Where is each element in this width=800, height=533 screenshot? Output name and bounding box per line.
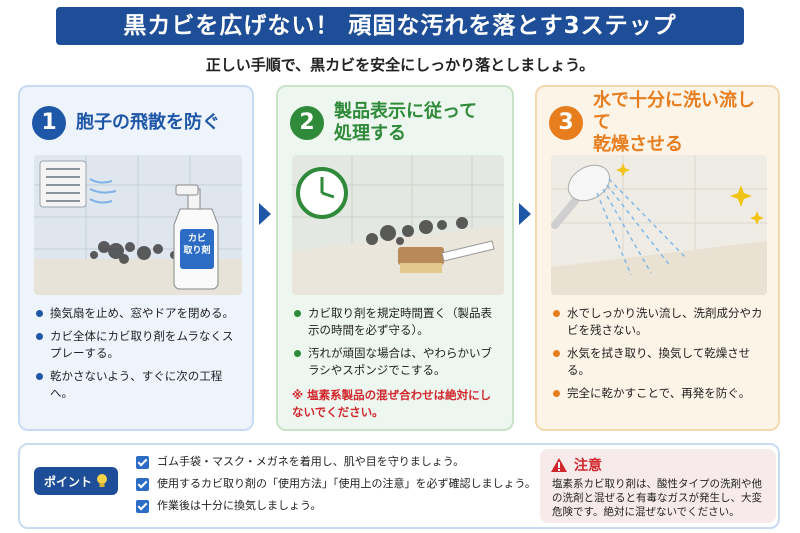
list-item: 作業後は十分に換気しましょう。 [136,499,546,513]
step-2-title-line-2: 処理する [334,123,406,144]
step-3-title-line-1: 水で十分に洗い流して [593,90,755,133]
step-2-title: 製品表示に従って 処理する [334,101,477,145]
page-title: 黒カビを広げない！ 頑固な汚れを落とす3ステップ [56,7,744,45]
step-1-number: 1 [32,106,66,140]
list-item: カビ全体にカビ取り剤をムラなくスプレーする。 [34,328,242,362]
caution-text: 塩素系カビ取り剤は、酸性タイプの洗剤や他の洗剤と混ぜると有毒なガスが発生し、大変… [552,478,762,518]
point-item-text: 作業後は十分に換気しましょう。 [157,499,322,512]
step-2-card: 2 製品表示に従って 処理する カビ取り剤を規定時間置く（製品表 [276,85,514,431]
step-3-title: 水で十分に洗い流して 乾燥させる [593,90,770,156]
list-item: 換気扇を止め、窓やドアを閉める。 [34,305,242,322]
point-list: ゴム手袋・マスク・メガネを着用し、肌や目を守りましょう。 使用するカビ取り剤の「… [136,455,546,521]
step-3-bullets: 水でしっかり洗い流し、洗剤成分やカビを残さない。 水気を拭き取り、換気して乾燥さ… [551,305,768,408]
step-1-title: 胞子の飛散を防ぐ [76,112,220,133]
clock-brush-icon [292,155,504,295]
point-label: ポイント [43,474,92,489]
step-3-number: 3 [549,106,583,140]
warning-triangle-icon [551,458,567,472]
step-1-illustration: カビ 取り剤 [34,155,242,295]
list-item: 水でしっかり洗い流し、洗剤成分やカビを残さない。 [551,305,768,339]
checkbox-icon [136,499,149,513]
step-3-illustration [551,155,767,295]
list-item: 汚れが頑固な場合は、やわらかいブラシやスポンジでこする。 [292,345,502,379]
step-2-number: 2 [290,106,324,140]
lightbulb-icon [97,474,107,487]
caution-header: 注意 [550,455,602,475]
point-item-text: 使用するカビ取り剤の「使用方法」「使用上の注意」を必ず確認しましょう。 [157,477,536,490]
step-2-header: 2 製品表示に従って 処理する [290,97,504,149]
point-item-text: ゴム手袋・マスク・メガネを着用し、肌や目を守りましょう。 [157,455,465,468]
step-3-header: 3 水で十分に洗い流して 乾燥させる [549,90,770,155]
checkbox-icon [136,477,149,491]
list-item: カビ取り剤を規定時間置く（製品表示の時間を必ず守る）。 [292,305,502,339]
list-item: 使用するカビ取り剤の「使用方法」「使用上の注意」を必ず確認しましょう。 [136,477,546,491]
caution-box: 注意 塩素系カビ取り剤は、酸性タイプの洗剤や他の洗剤と混ぜると有毒なガスが発生し… [540,449,776,523]
step-1-bullets: 換気扇を止め、窓やドアを閉める。 カビ全体にカビ取り剤をムラなくスプレーする。 … [34,305,242,408]
step-arrow-2 [519,203,531,225]
step-2-title-line-1: 製品表示に従って [334,101,478,122]
step-1-card: 1 胞子の飛散を防ぐ [18,85,254,431]
point-badge: ポイント [34,467,118,495]
caution-label: 注意 [574,458,602,474]
shower-head-icon [551,155,767,295]
step-2-illustration [292,155,504,295]
spray-label: カビ 取り剤 [180,233,214,257]
step-2-bullets: カビ取り剤を規定時間置く（製品表示の時間を必ず守る）。 汚れが頑固な場合は、やわ… [292,305,502,385]
checkbox-icon [136,455,149,469]
list-item: ゴム手袋・マスク・メガネを着用し、肌や目を守りましょう。 [136,455,546,469]
spray-label-line-1: カビ [187,234,206,244]
list-item: 水気を拭き取り、換気して乾燥させる。 [551,345,768,379]
list-item: 完全に乾かすことで、再発を防ぐ。 [551,385,768,402]
spray-label-line-2: 取り剤 [183,246,211,256]
page-subtitle: 正しい手順で、黒カビを安全にしっかり落としましょう。 [205,56,595,74]
list-item: 乾かさないよう、すぐに次の工程へ。 [34,368,242,402]
mixing-warning: ※ 塩素系製品の混ぜ合わせは絶対にしないでください。 [292,388,492,419]
step-arrow-1 [259,203,271,225]
tips-panel: ポイント ゴム手袋・マスク・メガネを着用し、肌や目を守りましょう。 使用するカビ… [18,443,780,529]
step-3-card: 3 水で十分に洗い流して 乾燥させる [535,85,780,431]
step-3-title-line-2: 乾燥させる [593,134,683,155]
spray-bottle-fan-icon [34,155,242,295]
step-1-header: 1 胞子の飛散を防ぐ [32,97,244,149]
